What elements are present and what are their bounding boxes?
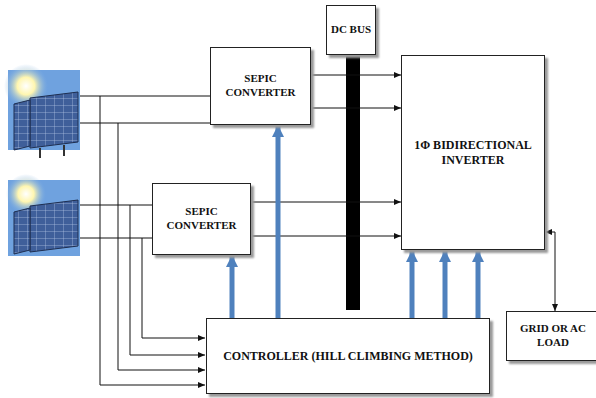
control-arrow: [276, 125, 281, 318]
power-line: [251, 236, 401, 237]
block-label: CONTROLLER (HILL CLIMBING METHOD): [220, 346, 476, 367]
solar-panel: [6, 174, 80, 256]
block-box: SEPIC CONVERTER: [152, 183, 251, 255]
power-line: [251, 202, 401, 203]
control-arrow: [410, 250, 415, 318]
dc-bus-bar: [346, 55, 360, 310]
block-label: 1Φ BIDIRECTIONAL INVERTER: [402, 135, 544, 171]
block-box: SEPIC CONVERTER: [210, 47, 311, 125]
power-line: [311, 75, 401, 76]
control-arrow: [443, 250, 448, 318]
block-label: SEPIC CONVERTER: [211, 69, 310, 103]
power-line: [311, 108, 401, 109]
power-line: [545, 232, 555, 311]
block-box: 1Φ BIDIRECTIONAL INVERTER: [401, 55, 545, 250]
control-arrow: [230, 255, 235, 318]
controller-box: CONTROLLER (HILL CLIMBING METHOD): [206, 318, 490, 394]
solar-panel: [4, 64, 80, 158]
block-label: DC BUS: [328, 20, 374, 40]
control-arrow: [476, 250, 481, 318]
block-label: SEPIC CONVERTER: [153, 202, 250, 236]
block-box: GRID OR AC LOAD: [506, 311, 596, 361]
block-label: GRID OR AC LOAD: [507, 319, 596, 353]
block-box: DC BUS: [326, 5, 376, 55]
